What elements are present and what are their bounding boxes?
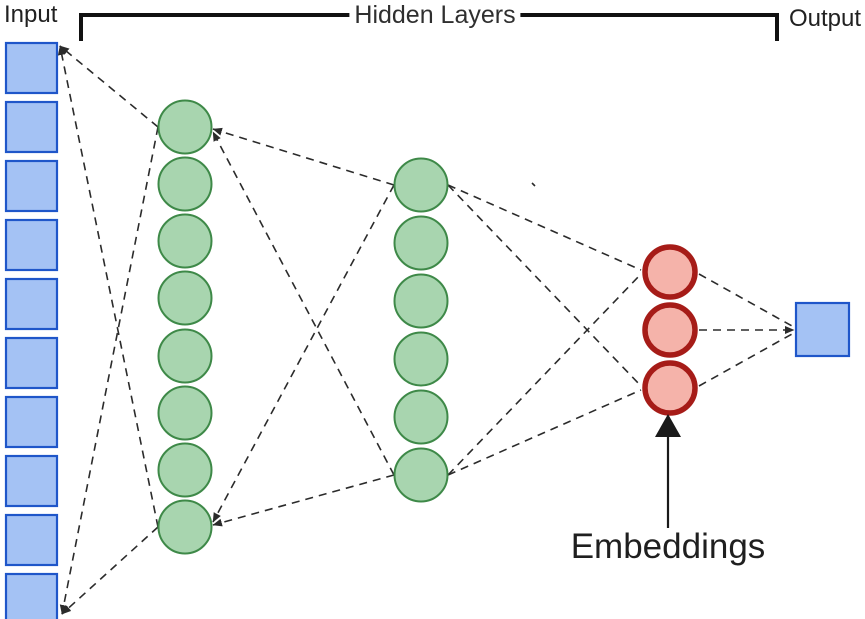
input-node [4,572,59,619]
hidden-layer-1 [157,99,213,555]
input-node [4,395,59,449]
embeddings-arrow [655,414,681,528]
hidden-node [157,270,213,326]
hidden-node [393,447,449,503]
connection-line [698,273,793,327]
hidden-node [157,499,213,555]
embedding-node [642,360,698,416]
hidden-node [393,215,449,271]
hidden-node [393,331,449,387]
hidden-node [157,385,213,441]
embedding-node [642,244,698,300]
hidden-node [393,157,449,213]
connection-line [57,45,159,528]
embeddings-layer [642,244,698,416]
input-node [4,100,59,154]
hidden-node [393,389,449,445]
connection-line [447,184,642,387]
hidden-node [157,442,213,498]
embeddings-label: Embeddings [570,527,766,566]
connection-line [447,273,642,476]
hidden-layer-2 [393,157,449,503]
hidden-node [157,156,213,212]
connection-line [212,184,395,523]
input-node [4,513,59,567]
connection-line [212,131,395,476]
connection-line [212,474,395,527]
hidden-node [393,273,449,329]
input-node [4,159,59,213]
connection-line [447,389,642,476]
input-layer [4,41,59,619]
input-node [4,218,59,272]
connection-line [59,45,159,128]
hidden-layers-label: Hidden Layers [349,1,521,30]
hidden-node [157,99,213,155]
connection-line [447,184,642,271]
connection-lines [57,45,795,615]
output-label: Output [789,5,862,32]
stray-dot [531,182,536,187]
embedding-node [642,302,698,358]
connection-line [698,333,793,387]
connection-line [59,126,159,615]
input-label: Input [4,1,58,28]
input-node [4,336,59,390]
hidden-node [157,328,213,384]
output-node [794,301,851,358]
input-node [4,41,59,95]
input-node [4,277,59,331]
hidden-node [157,213,213,269]
connection-line [61,526,159,615]
connection-line [212,127,395,186]
input-node [4,454,59,508]
